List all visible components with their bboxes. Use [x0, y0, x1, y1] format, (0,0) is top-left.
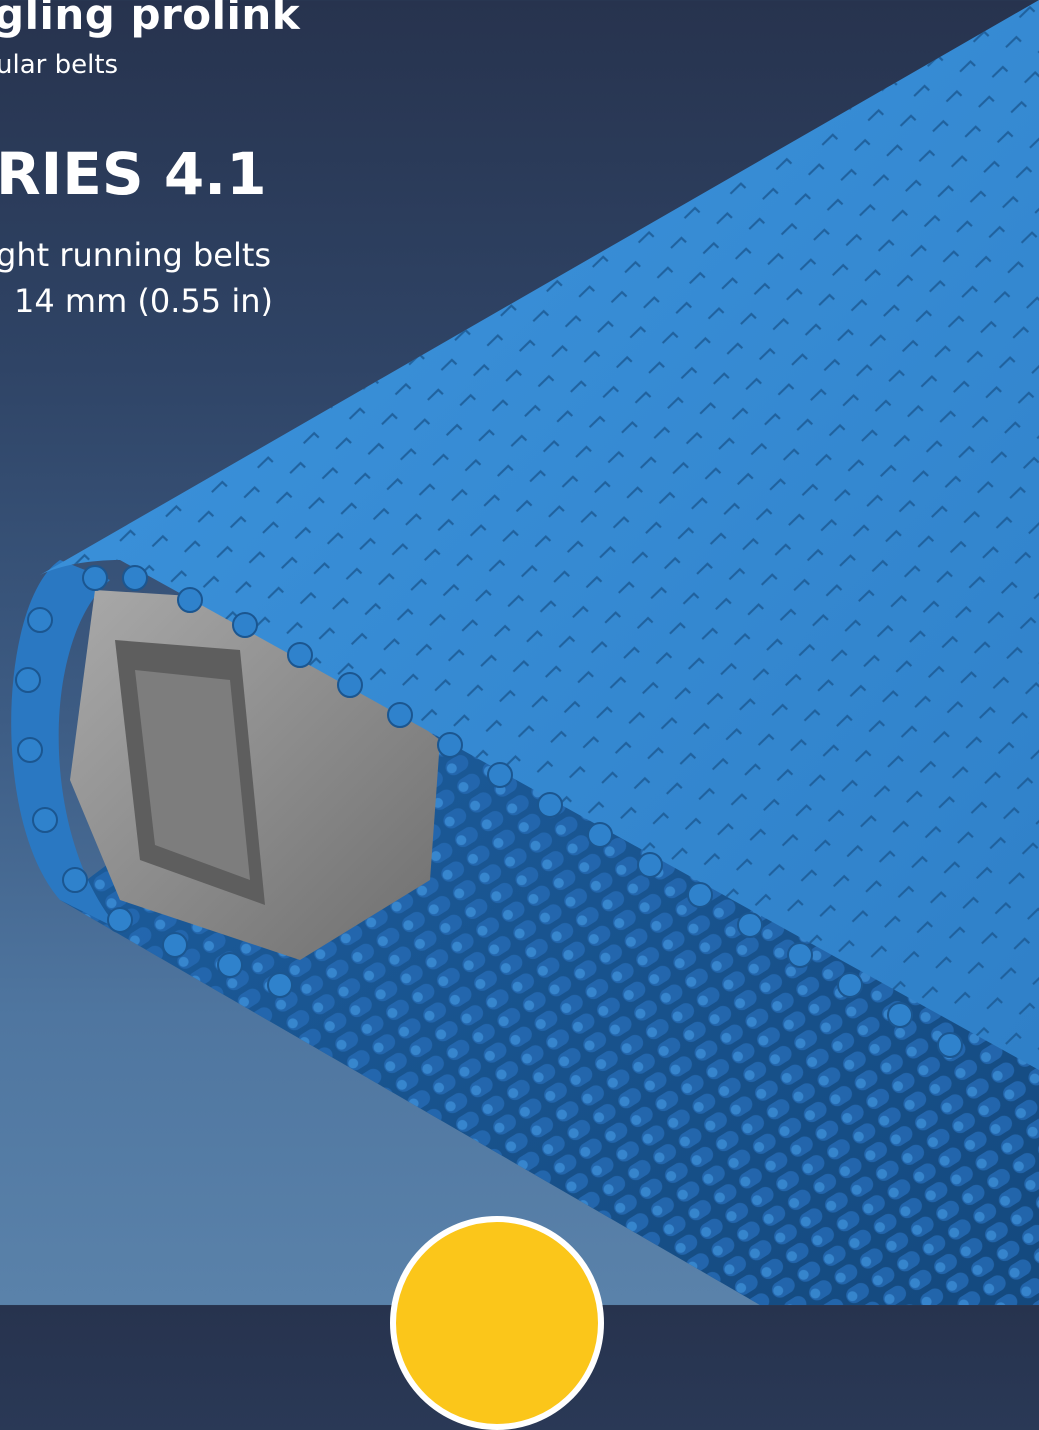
brand-tagline: ular belts [0, 50, 119, 80]
conveyor-belt-illustration [11, 0, 1039, 1305]
brand-name: gling prolink [0, 0, 301, 39]
feature-line-1: ght running belts [0, 236, 272, 274]
series-title: RIES 4.1 [0, 140, 267, 208]
belt-top-studs [40, 0, 1039, 1070]
sprocket [70, 590, 440, 960]
belt-edge-links [15, 565, 963, 1058]
feature-line-2: 14 mm (0.55 in) [14, 282, 273, 320]
header-text: gling prolink ular belts RIES 4.1 ght ru… [0, 0, 420, 340]
badge-circle [390, 1216, 604, 1430]
belt-nose [11, 560, 120, 930]
